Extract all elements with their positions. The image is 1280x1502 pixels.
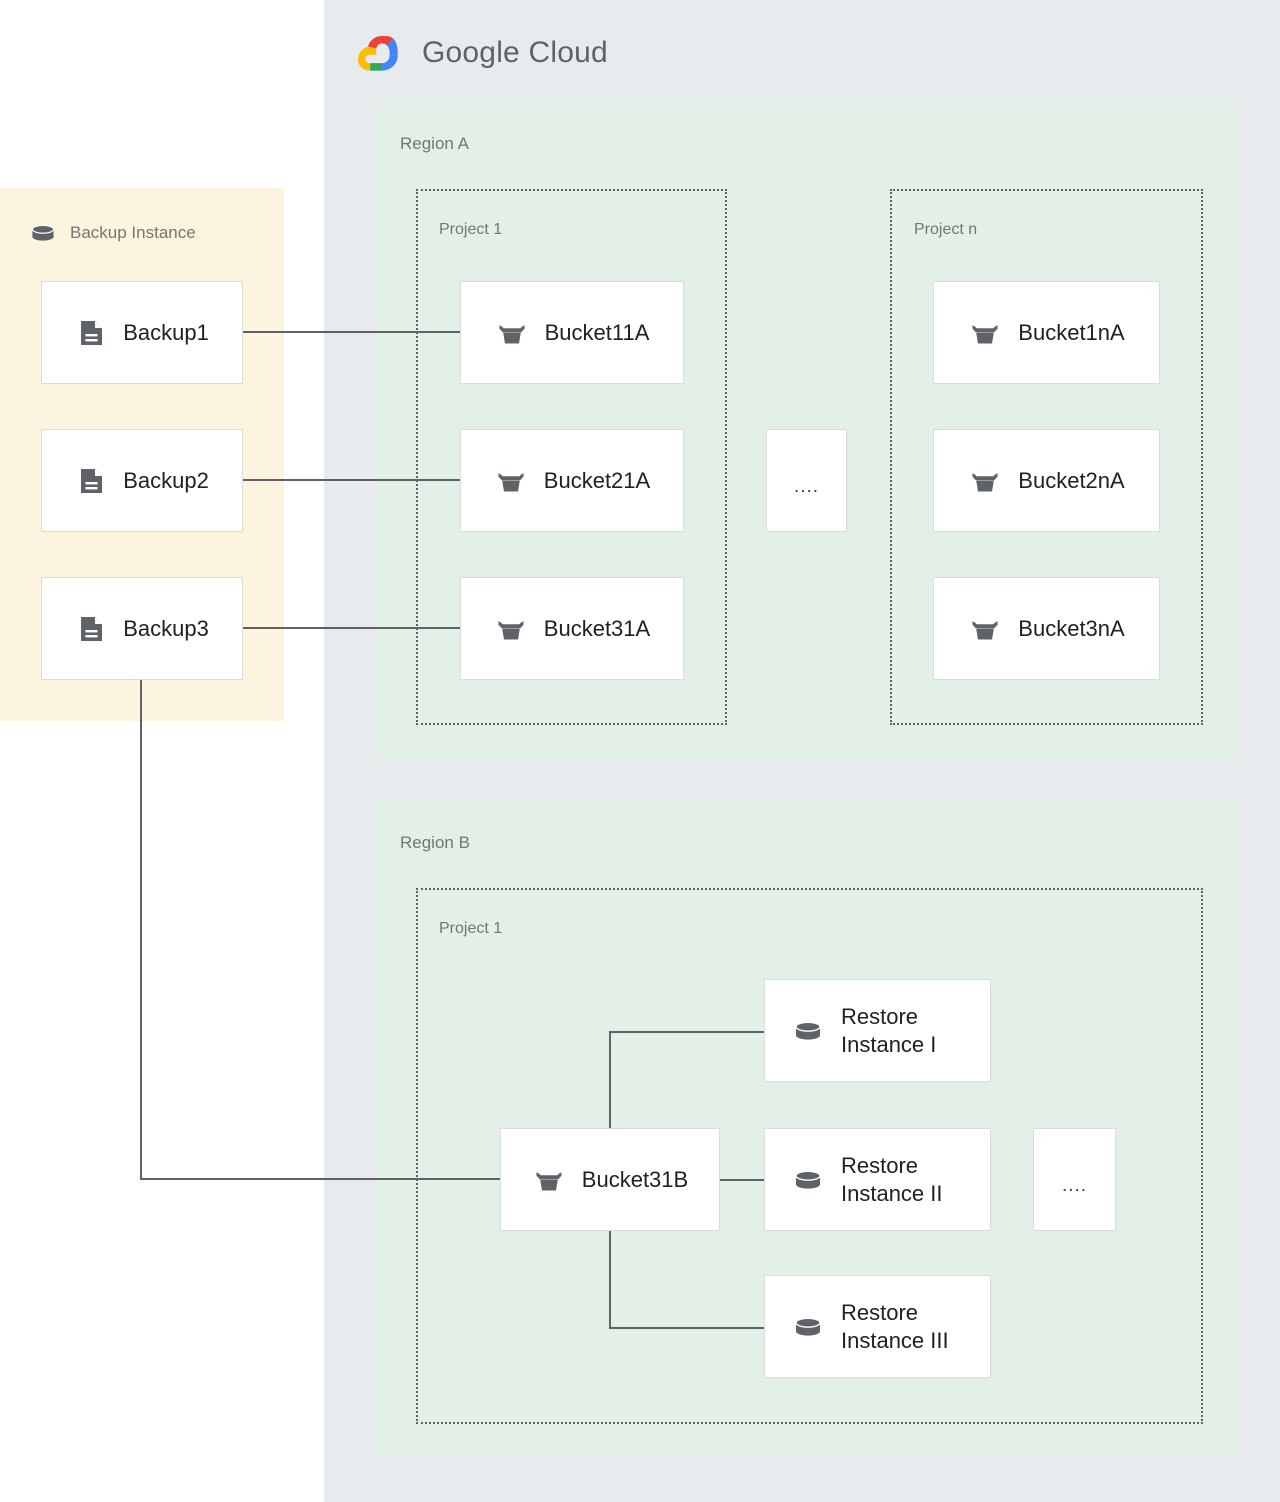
card-label: Backup2	[123, 467, 209, 493]
document-icon	[75, 317, 107, 349]
project-label-region-a-project-n: Project n	[914, 221, 978, 238]
card-label: Bucket11A	[544, 319, 650, 345]
backup-instance-title: Backup Instance	[70, 223, 196, 242]
card-bucket3na[interactable]: Bucket3nA	[933, 577, 1160, 680]
card-label: Backup1	[123, 319, 209, 345]
brand-name: Google Cloud	[422, 36, 608, 70]
backup-instance-header: Backup Instance	[28, 218, 196, 248]
connector-bucket31b-to-restore-i-vertical	[609, 1031, 611, 1181]
card-ellipsis-region-b: ....	[1033, 1128, 1116, 1231]
ellipsis-label: ....	[1061, 1174, 1088, 1196]
bucket-icon	[495, 316, 529, 350]
card-bucket31a[interactable]: Bucket31A	[460, 577, 684, 680]
project-box-region-a-project-n	[890, 189, 1203, 725]
card-label: Bucket2nA	[1018, 467, 1125, 493]
card-label: Restore Instance II	[841, 1153, 943, 1206]
bucket-icon	[968, 316, 1002, 350]
database-cylinder-icon	[791, 1310, 825, 1344]
bucket-icon	[494, 612, 528, 646]
database-cylinder-icon	[28, 218, 58, 248]
brand-name-primary: Google	[422, 36, 520, 69]
project-box-region-b-project-1	[416, 888, 1203, 1424]
project-box-region-a-project-1	[416, 189, 727, 725]
bucket-icon	[968, 464, 1002, 498]
card-restore-instance-iii[interactable]: Restore Instance III	[764, 1275, 991, 1378]
card-backup1[interactable]: Backup1	[41, 281, 243, 384]
card-bucket2na[interactable]: Bucket2nA	[933, 429, 1160, 532]
card-restore-instance-ii[interactable]: Restore Instance II	[764, 1128, 991, 1231]
document-icon	[75, 613, 107, 645]
project-label-region-b-project-1: Project 1	[439, 920, 503, 937]
card-bucket11a[interactable]: Bucket11A	[460, 281, 684, 384]
project-label-region-a-project-1: Project 1	[439, 221, 503, 238]
card-backup3[interactable]: Backup3	[41, 577, 243, 680]
connector-backup2-to-bucket21a	[243, 479, 460, 481]
bucket-icon	[532, 1163, 566, 1197]
card-label: Bucket31A	[543, 615, 651, 641]
card-label: Restore Instance I	[841, 1004, 937, 1057]
connector-bucket31b-to-restore-ii	[718, 1179, 766, 1181]
database-cylinder-icon	[791, 1014, 825, 1048]
google-cloud-logo-icon	[356, 32, 408, 74]
database-cylinder-icon	[791, 1163, 825, 1197]
connector-backup1-to-bucket11a	[243, 331, 460, 333]
connector-backup3-to-bucket31b-horizontal	[140, 1178, 500, 1180]
card-label: Bucket3nA	[1018, 615, 1125, 641]
connector-bucket31b-to-restore-iii-horizontal	[609, 1327, 766, 1329]
region-a-label: Region A	[400, 134, 469, 153]
connector-bucket31b-to-restore-iii-vertical	[609, 1179, 611, 1329]
connector-backup3-to-bucket31a	[243, 627, 460, 629]
card-backup2[interactable]: Backup2	[41, 429, 243, 532]
card-label: Backup3	[123, 615, 209, 641]
connector-backup3-to-bucket31b-vertical	[140, 680, 142, 1180]
card-ellipsis-region-a: ....	[766, 429, 847, 532]
card-bucket31b[interactable]: Bucket31B	[500, 1128, 720, 1231]
card-bucket21a[interactable]: Bucket21A	[460, 429, 684, 532]
card-label: Bucket1nA	[1018, 319, 1125, 345]
card-label: Bucket21A	[543, 467, 651, 493]
bucket-icon	[494, 464, 528, 498]
card-bucket1na[interactable]: Bucket1nA	[933, 281, 1160, 384]
brand-name-secondary: Cloud	[528, 36, 608, 69]
region-b-label: Region B	[400, 833, 470, 852]
google-cloud-brand: Google Cloud	[356, 30, 608, 76]
document-icon	[75, 465, 107, 497]
card-restore-instance-i[interactable]: Restore Instance I	[764, 979, 991, 1082]
ellipsis-label: ....	[793, 475, 820, 497]
bucket-icon	[968, 612, 1002, 646]
connector-bucket31b-to-restore-i-horizontal	[609, 1031, 766, 1033]
card-label: Restore Instance III	[841, 1300, 949, 1353]
card-label: Bucket31B	[581, 1166, 689, 1192]
